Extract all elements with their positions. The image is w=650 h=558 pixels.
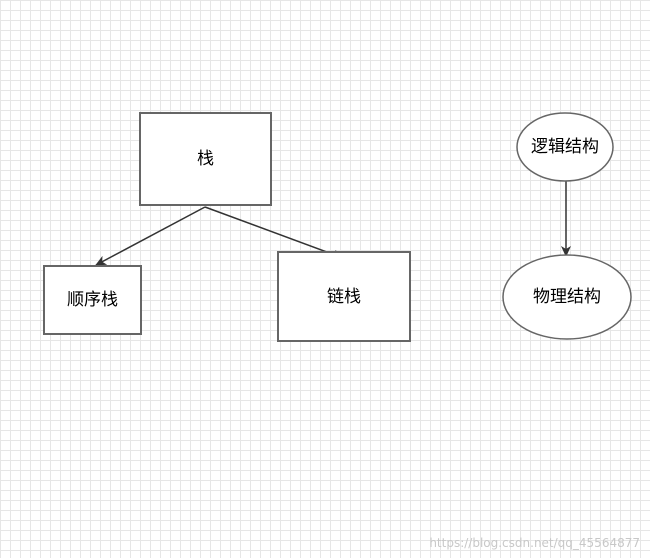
edge-stack-to-sequential-stack[interactable] <box>95 206 206 266</box>
node-physical-structure[interactable]: 物理结构 <box>502 254 632 340</box>
node-logical-structure-shape[interactable] <box>516 112 614 182</box>
node-logical-structure[interactable]: 逻辑结构 <box>516 112 614 182</box>
node-physical-structure-shape[interactable] <box>502 254 632 340</box>
node-stack-label: 栈 <box>197 149 214 169</box>
node-linked-stack-box[interactable] <box>277 251 411 342</box>
node-logical-structure-label: 逻辑结构 <box>531 137 599 157</box>
node-sequential-stack-box[interactable] <box>43 265 142 335</box>
node-linked-stack[interactable]: 链栈 <box>277 251 411 342</box>
node-linked-stack-label: 链栈 <box>327 287 361 307</box>
node-physical-structure-label: 物理结构 <box>533 287 601 307</box>
node-sequential-stack-label: 顺序栈 <box>67 290 118 310</box>
node-stack-box[interactable] <box>139 112 272 206</box>
edge-stack-to-linked-stack[interactable] <box>204 206 344 260</box>
node-stack[interactable]: 栈 <box>139 112 272 206</box>
watermark-text: https://blog.csdn.net/qq_45564877 <box>429 536 640 550</box>
node-sequential-stack[interactable]: 顺序栈 <box>43 265 142 335</box>
